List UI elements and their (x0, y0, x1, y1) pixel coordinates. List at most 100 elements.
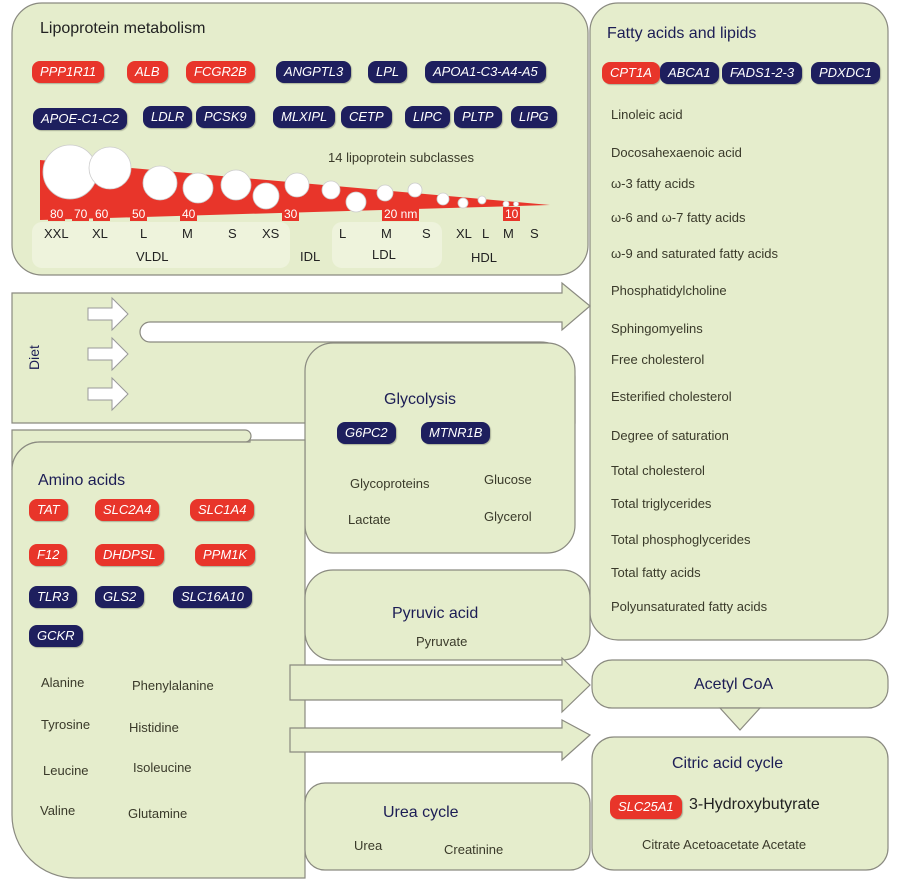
gene-pill[interactable]: LIPG (511, 106, 557, 128)
metabolite: Phenylalanine (132, 678, 214, 693)
gene-pill[interactable]: PLTP (454, 106, 502, 128)
gene-pill[interactable]: LPL (368, 61, 408, 83)
subclass-label: S (422, 226, 431, 241)
size-label: 60 (93, 207, 111, 221)
diet-label: Diet (26, 345, 42, 370)
size-label: 80 (48, 207, 66, 221)
subclass-label: L (140, 226, 148, 241)
subclasses-label: 14 lipoprotein subclasses (328, 150, 474, 165)
metabolite: Isoleucine (133, 760, 192, 775)
gene-pill[interactable]: DHDPSL (95, 544, 164, 566)
gene-pill[interactable]: G6PC2 (337, 422, 396, 444)
fatty-acid-item: Esterified cholesterol (611, 389, 732, 404)
gene-pill[interactable]: APOA1-C3-A4-A5 (425, 61, 546, 83)
metabolite: Creatinine (444, 842, 504, 857)
citric-panel (591, 736, 889, 871)
metabolite: Citrate Acetoacetate Acetate (642, 837, 807, 852)
acetyl-coa-title: Acetyl CoA (694, 676, 774, 693)
group-label: VLDL (136, 249, 169, 264)
metabolite: Leucine (43, 763, 89, 778)
metabolite: Glutamine (128, 806, 188, 821)
gene-pill[interactable]: LDLR (143, 106, 193, 128)
gene-pill[interactable]: APOE-C1-C2 (33, 108, 128, 130)
gene-pill[interactable]: SLC2A4 (95, 499, 160, 521)
gene-pill[interactable]: MLXIPL (273, 106, 336, 128)
glycolysis-title: Glycolysis (384, 391, 457, 408)
gene-pill[interactable]: ABCA1 (660, 62, 719, 84)
gene-pill[interactable]: PCSK9 (196, 106, 255, 128)
gene-pill[interactable]: ALB (127, 61, 168, 83)
flow-arrow-urea (289, 718, 592, 762)
subclass-label: XL (456, 226, 472, 241)
fatty-acid-item: Polyunsaturated fatty acids (611, 599, 768, 614)
size-label: 30 (282, 207, 300, 221)
fatty-acid-item: ω-6 and ω-7 fatty acids (611, 210, 746, 225)
subclass-label: S (530, 226, 539, 241)
pyruvic-panel (304, 569, 591, 661)
fatty-acid-item: Degree of saturation (611, 428, 729, 443)
fatty-acid-item: Free cholesterol (611, 352, 705, 367)
fatty-acid-item: Total cholesterol (611, 463, 705, 478)
arrow-to-citric (718, 707, 762, 731)
amino-acids-title: Amino acids (38, 472, 126, 489)
subclass-label: XL (92, 226, 108, 241)
gene-pill[interactable]: LIPC (405, 106, 450, 128)
gene-pill[interactable]: FADS1-2-3 (722, 62, 803, 84)
metabolite: Histidine (129, 720, 179, 735)
size-label: 70 (72, 207, 90, 221)
fatty-acids-title: Fatty acids and lipids (607, 25, 757, 42)
metabolite: Glucose (484, 472, 532, 487)
subclass-label: XXL (44, 226, 69, 241)
gene-pill[interactable]: PDXDC1 (811, 62, 880, 84)
metabolite: Glycoproteins (350, 476, 430, 491)
size-label: 50 (130, 207, 148, 221)
size-label: 10 (503, 207, 521, 221)
subclass-label: S (228, 226, 237, 241)
fatty-acid-item: Phosphatidylcholine (611, 283, 727, 298)
diet-arrows (87, 296, 129, 412)
lipoprotein-size-scale (32, 144, 550, 268)
gene-pill[interactable]: SLC1A4 (190, 499, 255, 521)
subclass-label: M (381, 226, 392, 241)
metabolite: Pyruvate (416, 634, 468, 649)
metabolite: Glycerol (484, 509, 532, 524)
subclass-label: M (503, 226, 514, 241)
glycolysis-panel (304, 342, 576, 554)
gene-pill[interactable]: SLC16A10 (173, 586, 252, 608)
lipoprotein-title: Lipoprotein metabolism (40, 20, 206, 37)
gene-pill[interactable]: CPT1A (602, 62, 660, 84)
gene-pill[interactable]: TLR3 (29, 586, 77, 608)
gene-pill[interactable]: GLS2 (95, 586, 145, 608)
pyruvic-title: Pyruvic acid (392, 605, 479, 622)
gene-pill[interactable]: TAT (29, 499, 68, 521)
subclass-label: L (339, 226, 347, 241)
group-label: HDL (471, 250, 498, 265)
fatty-acid-item: Linoleic acid (611, 107, 683, 122)
gene-pill[interactable]: GCKR (29, 625, 83, 647)
fatty-acid-item: ω-9 and saturated fatty acids (611, 246, 778, 261)
metabolite: Lactate (348, 512, 391, 527)
metabolite: Tyrosine (41, 717, 91, 732)
metabolite: 3-Hydroxybutyrate (689, 796, 820, 813)
size-label: 20 nm (382, 207, 420, 221)
gene-pill[interactable]: PPM1K (195, 544, 256, 566)
metabolite: Urea (354, 838, 383, 853)
gene-pill[interactable]: F12 (29, 544, 68, 566)
gene-pill[interactable]: ANGPTL3 (276, 61, 352, 83)
gene-pill[interactable]: CETP (341, 106, 392, 128)
fatty-acid-item: Sphingomyelins (611, 321, 703, 336)
fatty-acid-item: ω-3 fatty acids (611, 176, 695, 191)
gene-pill[interactable]: MTNR1B (421, 422, 491, 444)
flow-arrow-acetyl (289, 656, 591, 714)
fatty-acid-item: Docosahexaenoic acid (611, 145, 742, 160)
group-label: IDL (300, 249, 321, 264)
urea-panel (304, 782, 591, 871)
subclass-label: L (482, 226, 490, 241)
gene-pill[interactable]: PPP1R11 (32, 61, 105, 83)
gene-pill[interactable]: FCGR2B (186, 61, 255, 83)
fatty-acid-item: Total phosphoglycerides (611, 532, 751, 547)
fatty-acid-item: Total triglycerides (611, 496, 712, 511)
gene-pill[interactable]: SLC25A1 (610, 795, 682, 819)
fatty-acids-panel (589, 2, 889, 641)
